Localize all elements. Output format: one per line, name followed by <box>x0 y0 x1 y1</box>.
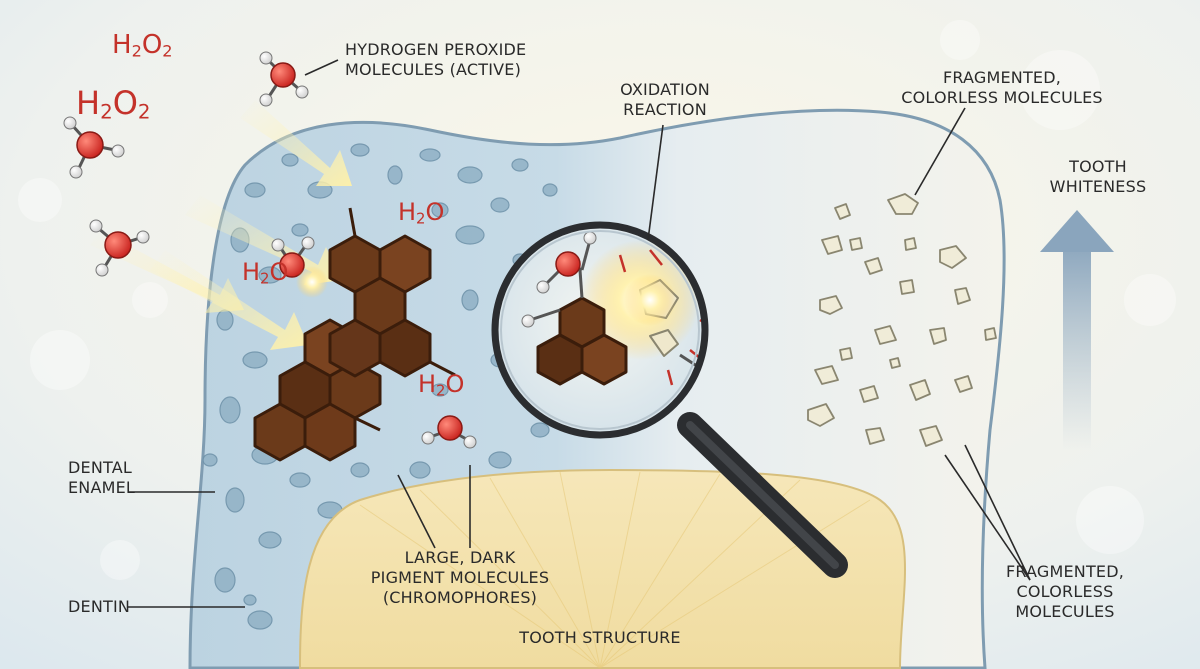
colorless-fragments <box>807 193 997 447</box>
label-dentin: DENTIN <box>68 597 131 616</box>
formula-h2o2-top: H2O2 <box>112 30 173 61</box>
molecule-water-2 <box>421 415 477 449</box>
leader-lines <box>128 59 1031 608</box>
background-bokeh <box>18 20 1176 580</box>
label-pigment-molecules: LARGE, DARK PIGMENT MOLECULES (CHROMOPHO… <box>370 548 550 607</box>
label-fragmented-top: FRAGMENTED, COLORLESS MOLECULES <box>901 68 1103 107</box>
pigment-bond-stubs <box>348 207 456 432</box>
formula-h2o-lower: H2O <box>418 370 465 400</box>
molecule-water-1 <box>271 236 315 278</box>
reaction-spark-1 <box>296 266 328 298</box>
formula-h2o-left: H2O <box>242 258 289 288</box>
dentin <box>298 468 906 669</box>
label-tooth-structure: TOOTH STRUCTURE <box>519 628 681 647</box>
molecule-peroxide-3 <box>89 219 150 277</box>
formula-h2o2-large: H2O2 <box>76 84 151 124</box>
label-fragmented-bottom: FRAGMENTED, COLORLESS MOLECULES <box>1005 562 1125 621</box>
magnified-molecule <box>536 296 628 386</box>
label-dental-enamel: DENTAL ENAMEL <box>68 458 136 497</box>
whiteness-arrow <box>1040 210 1114 450</box>
molecule-peroxide-2 <box>63 116 125 179</box>
label-tooth-whiteness: TOOTH WHITENESS <box>1049 157 1147 196</box>
pigment-molecule-large <box>253 234 432 462</box>
magnifying-glass <box>491 221 848 578</box>
formula-h2o-upper: H2O <box>398 198 445 228</box>
label-hydrogen-peroxide: HYDROGEN PEROXIDE MOLECULES (ACTIVE) <box>345 40 527 79</box>
molecule-peroxide-1 <box>259 51 309 107</box>
label-oxidation-reaction: OXIDATION REACTION <box>620 80 710 119</box>
